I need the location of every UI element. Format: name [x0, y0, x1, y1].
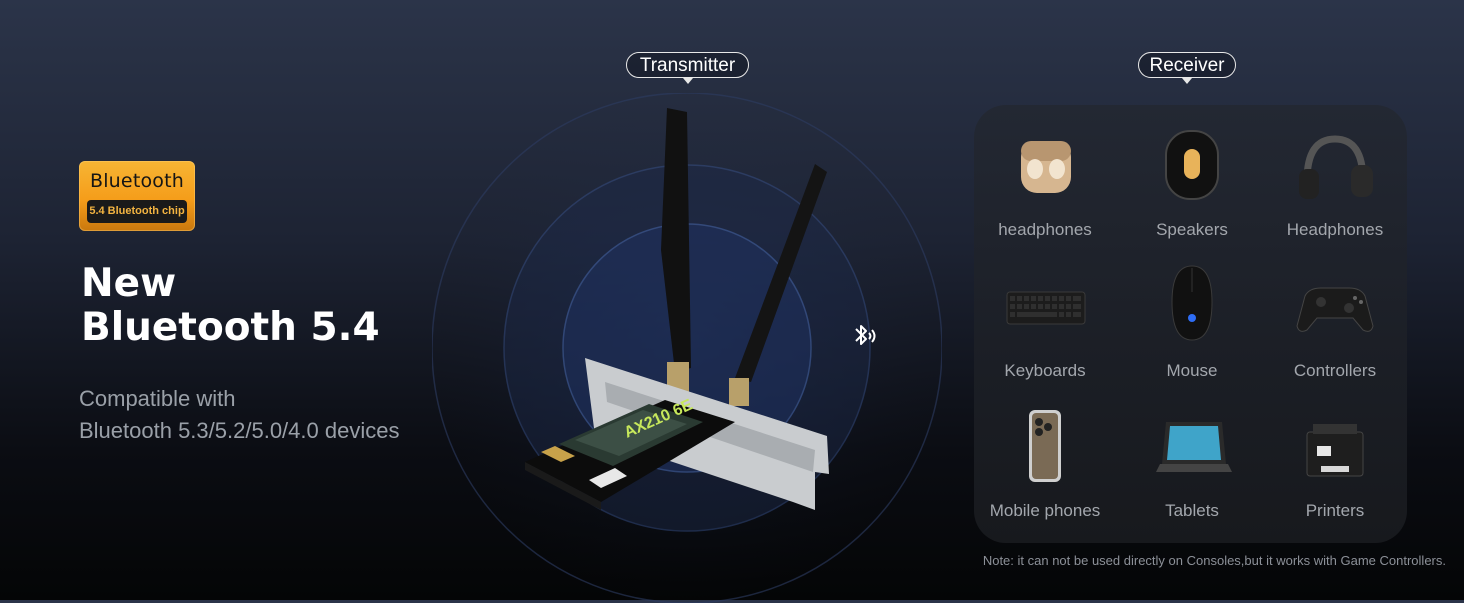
earbuds-icon	[1021, 141, 1071, 193]
antenna-left	[661, 108, 691, 372]
network-card-image: AX210 6E	[525, 108, 829, 510]
badge-subtitle: 5.4 Bluetooth chip	[87, 200, 187, 223]
headline-line2: Bluetooth 5.4	[81, 305, 380, 350]
device-printer: Printers	[1265, 402, 1405, 532]
phone-icon	[1029, 410, 1061, 482]
keyboard-icon	[1006, 291, 1086, 325]
device-label: Headphones	[1286, 220, 1384, 239]
device-label: Printers	[1305, 501, 1365, 520]
mouse-icon	[1171, 265, 1213, 341]
device-earbuds: headphones	[975, 121, 1115, 251]
device-label: Mouse	[1166, 361, 1218, 380]
antenna-right	[735, 164, 827, 382]
device-mouse: Mouse	[1122, 262, 1262, 392]
device-label: Keyboards	[1004, 361, 1086, 380]
device-label: Tablets	[1165, 501, 1219, 520]
headphones-icon	[1299, 135, 1373, 199]
compat-line2: Bluetooth 5.3/5.2/5.0/4.0 devices	[79, 418, 400, 443]
device-label: Speakers	[1156, 220, 1228, 239]
device-headphones: Headphones	[1265, 121, 1405, 251]
device-tablet: Tablets	[1122, 402, 1262, 532]
device-phone: Mobile phones	[975, 402, 1115, 532]
compat-line1: Compatible with	[79, 386, 236, 411]
device-label: Controllers	[1293, 361, 1377, 380]
compatibility-note: Note: it can not be used directly on Con…	[982, 553, 1446, 568]
receiver-devices-panel: headphones Speakers Headphones Keyboards	[974, 105, 1407, 543]
device-label: Mobile phones	[989, 501, 1101, 520]
badge-title: Bluetooth	[89, 170, 185, 192]
headline: New Bluetooth 5.4	[81, 262, 380, 350]
speaker-icon	[1165, 130, 1219, 200]
printer-icon	[1306, 424, 1364, 477]
compatibility-text: Compatible with Bluetooth 5.3/5.2/5.0/4.…	[79, 383, 399, 447]
gamepad-icon	[1296, 287, 1374, 332]
tablet-icon	[1156, 422, 1232, 472]
receiver-label: Receiver	[1138, 52, 1236, 84]
device-speaker: Speakers	[1122, 121, 1262, 251]
bluetooth-signal-icon	[855, 325, 876, 345]
bluetooth-badge: Bluetooth 5.4 Bluetooth chip	[79, 161, 195, 231]
headline-line1: New	[81, 261, 177, 306]
device-keyboard: Keyboards	[975, 262, 1115, 392]
device-controller: Controllers	[1265, 262, 1405, 392]
transmitter-label: Transmitter	[626, 52, 749, 84]
device-label: headphones	[998, 220, 1092, 239]
